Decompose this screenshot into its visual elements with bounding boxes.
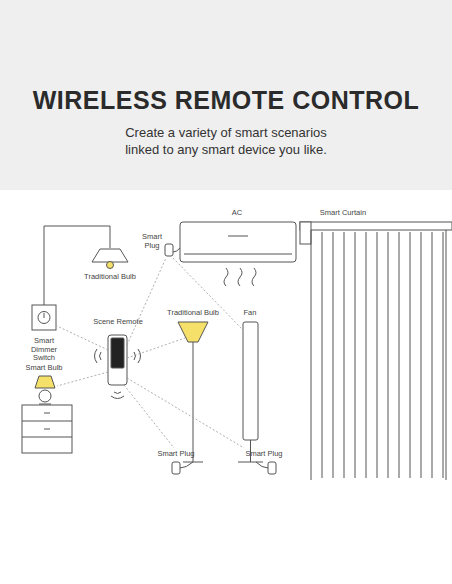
device-label: Fan	[230, 309, 270, 318]
device-label: Traditional Bulb	[78, 273, 142, 282]
curtain-rod	[300, 222, 452, 230]
curtain-edge	[311, 230, 312, 480]
curtain-pleat	[443, 232, 444, 478]
device-label: Smart Bulb	[19, 364, 69, 373]
smart-plug-icon	[172, 462, 180, 474]
curtain-motor	[300, 222, 311, 244]
remote-keypad	[111, 338, 124, 368]
device-label: Traditional Bulb	[161, 309, 225, 318]
wireless-link	[127, 338, 185, 358]
curtain-pleats	[322, 232, 443, 478]
page-title: WIRELESS REMOTE CONTROL	[33, 86, 420, 115]
device-label: Smart Plug	[156, 450, 196, 459]
curtain-pleat	[333, 232, 334, 478]
device-label: Smart Dimmer Switch	[22, 337, 66, 363]
scene-remote-icon	[108, 335, 127, 385]
curtain-pleat	[399, 232, 400, 478]
device-label: Smart Curtain	[303, 209, 383, 218]
floor-lamp-pole	[193, 342, 194, 462]
ac-vent	[184, 254, 292, 255]
air-waves	[224, 268, 256, 286]
device-label: Smart Plug	[244, 450, 284, 459]
plug-cord	[173, 248, 180, 252]
device-label: Smart Plug	[134, 233, 170, 250]
lamp-shade	[35, 376, 55, 388]
devices	[22, 222, 452, 480]
drawer-handle	[44, 429, 50, 430]
drawer-line	[22, 421, 72, 422]
curtain-pleat	[366, 232, 367, 478]
dimmer-mark	[44, 313, 45, 318]
device-label: Scene Remote	[88, 318, 148, 327]
wireless-links	[57, 258, 244, 448]
dimmer-knob	[38, 312, 50, 324]
lamp-body	[39, 390, 51, 402]
plug-cord	[256, 462, 268, 468]
smart-plug-icon	[165, 244, 173, 256]
curtain-pleat	[410, 232, 411, 478]
curtain-pleat	[388, 232, 389, 478]
smart-plug-icon	[268, 462, 276, 474]
page-caption: Create a variety of smart scenarios link…	[76, 124, 376, 158]
wireless-link	[57, 372, 108, 386]
wireless-link	[124, 385, 174, 448]
wireless-link	[127, 378, 244, 448]
curtain-pleat	[421, 232, 422, 478]
lamp-shade	[92, 249, 128, 262]
curtain-pleat	[377, 232, 378, 478]
drawer-handle	[44, 413, 50, 414]
nightstand	[22, 405, 72, 453]
signal-waves	[95, 349, 141, 399]
ac-unit	[180, 222, 296, 262]
curtain-pleat	[355, 232, 356, 478]
wireless-link	[173, 258, 243, 330]
wireless-link	[127, 258, 166, 345]
curtain-pleat	[432, 232, 433, 478]
plug-cord	[180, 462, 193, 468]
bulb	[107, 262, 114, 269]
wireless-link	[57, 326, 108, 350]
drawer-line	[22, 437, 72, 438]
curtain-pleat	[322, 232, 323, 478]
tower-fan	[243, 322, 258, 440]
ac-display	[228, 236, 248, 237]
floor-lamp-shade	[178, 322, 208, 342]
lamp-base	[39, 404, 51, 405]
curtain-edge	[446, 230, 447, 480]
device-label: AC	[207, 209, 267, 218]
curtain-pleat	[344, 232, 345, 478]
fan-base	[238, 462, 263, 463]
dimmer-switch-icon	[32, 305, 56, 330]
lamp-wire	[44, 226, 110, 305]
